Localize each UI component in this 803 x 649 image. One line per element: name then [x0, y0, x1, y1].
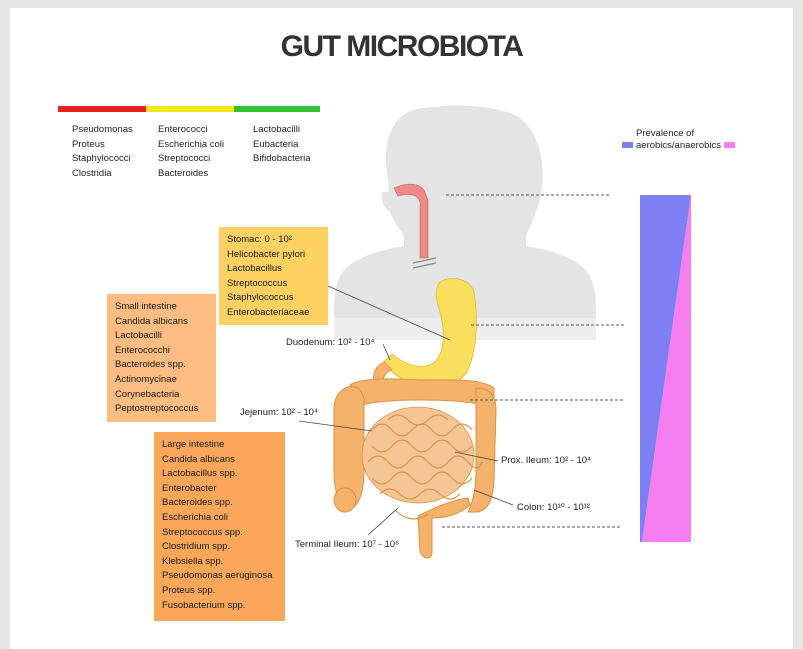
duodenum-label: Duodenum: 10² - 10⁴ [286, 337, 375, 348]
box-line: Lactobacillus [227, 262, 320, 277]
box-line: Actinomycinae [115, 373, 208, 388]
prevalence-bar [640, 195, 691, 542]
box-line: Streptococcus spp. [162, 526, 277, 541]
box-line: Enterobacteriaceae [227, 306, 320, 321]
box-line: Proteus spp. [162, 584, 277, 599]
stomach-bacteria-box: Stomac: 0 - 10² Helicobacter pylori Lact… [219, 227, 328, 325]
prox-ileum-label: Prox. Ileum: 10² - 10⁴ [501, 455, 591, 466]
box-line: Escherichia coli [162, 511, 277, 526]
box-line: Fusobacterium spp. [162, 599, 277, 614]
box-line: Large intestine [162, 438, 277, 453]
box-line: Peptostreptococcus [115, 402, 208, 417]
box-line: Lactobacillus spp. [162, 467, 277, 482]
jejenum-label: Jejenum: 10² - 10⁴ [240, 407, 318, 418]
small-intestine-bacteria-box: Small intestine Candida albicans Lactoba… [107, 294, 216, 422]
box-line: Clostridium spp. [162, 540, 277, 555]
box-line: Streptococcus [227, 277, 320, 292]
box-line: Klebsiella spp. [162, 555, 277, 570]
box-line: Enterococchi [115, 344, 208, 359]
box-line: Staphylococcus [227, 291, 320, 306]
box-line: Candida albicans [115, 315, 208, 330]
box-line: Small intestine [115, 300, 208, 315]
box-line: Bacteroides spp. [162, 496, 277, 511]
box-line: Enterobacter [162, 482, 277, 497]
colon-label: Colon: 10¹⁰ - 10¹² [517, 502, 590, 513]
box-line: Lactobacilli [115, 329, 208, 344]
box-line: Candida albicans [162, 453, 277, 468]
box-line: Stomac: 0 - 10² [227, 233, 320, 248]
large-intestine-bacteria-box: Large intestine Candida albicans Lactoba… [154, 432, 285, 621]
box-line: Helicobacter pylori [227, 248, 320, 263]
box-line: Bacteroides spp. [115, 358, 208, 373]
box-line: Pseudomonas aeruginosa [162, 569, 277, 584]
terminal-ileum-label: Terminal Ileum: 10⁷ - 10⁸ [295, 539, 399, 550]
box-line: Corynebacteria [115, 388, 208, 403]
